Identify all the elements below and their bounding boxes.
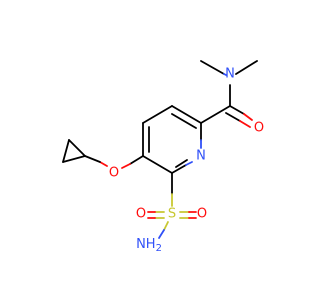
atom-sulfonyl-oxygen-right: O xyxy=(197,207,207,222)
bond-n-methyl2 xyxy=(235,60,258,75)
bond-c2-c3 xyxy=(171,105,202,124)
bond-o-cyclopropyl xyxy=(99,161,108,167)
bond-c3-c4 xyxy=(142,105,173,124)
bond-cp-2 xyxy=(62,139,70,163)
bond-cp-3 xyxy=(68,139,86,157)
bond-c6-n1-inner xyxy=(175,159,188,168)
nh-subscript: 2 xyxy=(156,243,162,254)
atom-sulfonamide-nitrogen: NH2 xyxy=(136,237,162,254)
atom-amide-nitrogen: N xyxy=(225,67,235,82)
bond-co-double-b xyxy=(225,112,241,122)
bond-c5-o xyxy=(129,155,144,165)
bond-carbonyl-c2 xyxy=(200,105,231,124)
bond-methyl1-n xyxy=(200,60,225,75)
atom-ring-nitrogen: N xyxy=(196,149,206,164)
bond-cp-1 xyxy=(62,155,86,163)
atom-ether-oxygen: O xyxy=(109,166,119,181)
atom-sulfonyl-oxygen-left: O xyxy=(136,207,146,222)
atom-carbonyl-oxygen: O xyxy=(254,121,264,136)
atom-sulfur: S xyxy=(168,207,176,222)
bond-c6-n1 xyxy=(171,164,187,174)
bond-c5-c6 xyxy=(142,155,173,174)
molecule-drawing: N O N O S O O NH2 xyxy=(62,60,264,254)
bond-s-n xyxy=(163,221,169,231)
structure-canvas: N O N O S O O NH2 xyxy=(62,60,265,254)
bond-co-double-a xyxy=(229,105,245,115)
bond-c2-c3-inner xyxy=(171,113,197,129)
nh-label: NH xyxy=(136,237,156,252)
